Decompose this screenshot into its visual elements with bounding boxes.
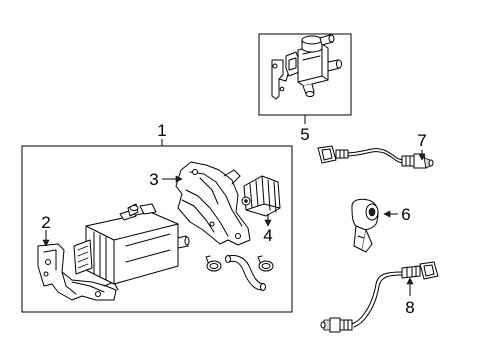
vacuum-switching-valve xyxy=(271,34,342,100)
knock-sensor xyxy=(351,198,379,253)
hose-clamp xyxy=(205,255,222,272)
canister-bracket xyxy=(175,161,251,246)
lower-bracket xyxy=(37,243,119,301)
callout-7: 7 xyxy=(417,131,426,150)
callout-4: 4 xyxy=(263,226,272,245)
charcoal-filter xyxy=(241,175,281,217)
charcoal-canister xyxy=(73,203,190,285)
canister-assembly-frame xyxy=(21,145,293,313)
vent-hose xyxy=(225,255,266,291)
callout-6: 6 xyxy=(401,205,410,224)
callout-5: 5 xyxy=(300,125,309,144)
callout-8: 8 xyxy=(405,298,414,317)
callout-2: 2 xyxy=(41,213,50,232)
callout-3: 3 xyxy=(149,170,158,189)
callout-1: 1 xyxy=(157,121,166,140)
hose-clamp xyxy=(257,255,274,272)
oxygen-sensor-upper xyxy=(317,145,434,169)
oxygen-sensor-lower xyxy=(320,261,439,333)
